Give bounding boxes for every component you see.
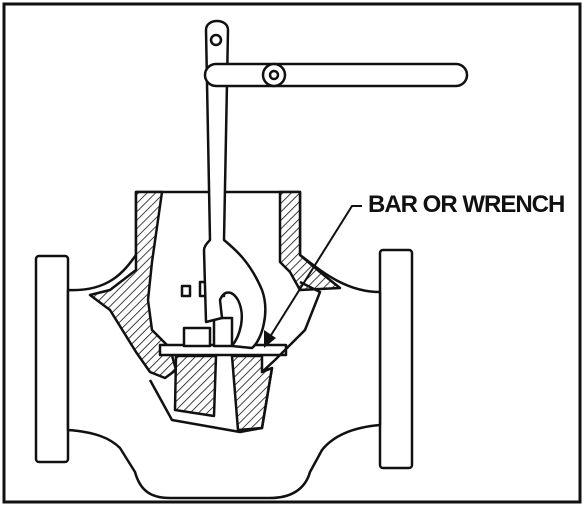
right-flange: [378, 248, 414, 470]
callout-arrowhead: [264, 330, 276, 348]
figure-border: [2, 2, 582, 504]
callout-leader: [264, 205, 362, 348]
right-body-wall-section: [278, 190, 342, 292]
stem-collar: [212, 316, 234, 348]
bar-or-wrench: [202, 19, 267, 350]
left-flange: [34, 254, 70, 464]
horizontal-handle: [203, 62, 469, 88]
left-body-wall-section: [88, 190, 178, 380]
bar-or-wrench-label: BAR OR WRENCH: [368, 191, 565, 218]
plug-left-section: [173, 354, 218, 418]
wrench-pivot-hole: [209, 33, 223, 47]
guide-block: [182, 326, 212, 348]
